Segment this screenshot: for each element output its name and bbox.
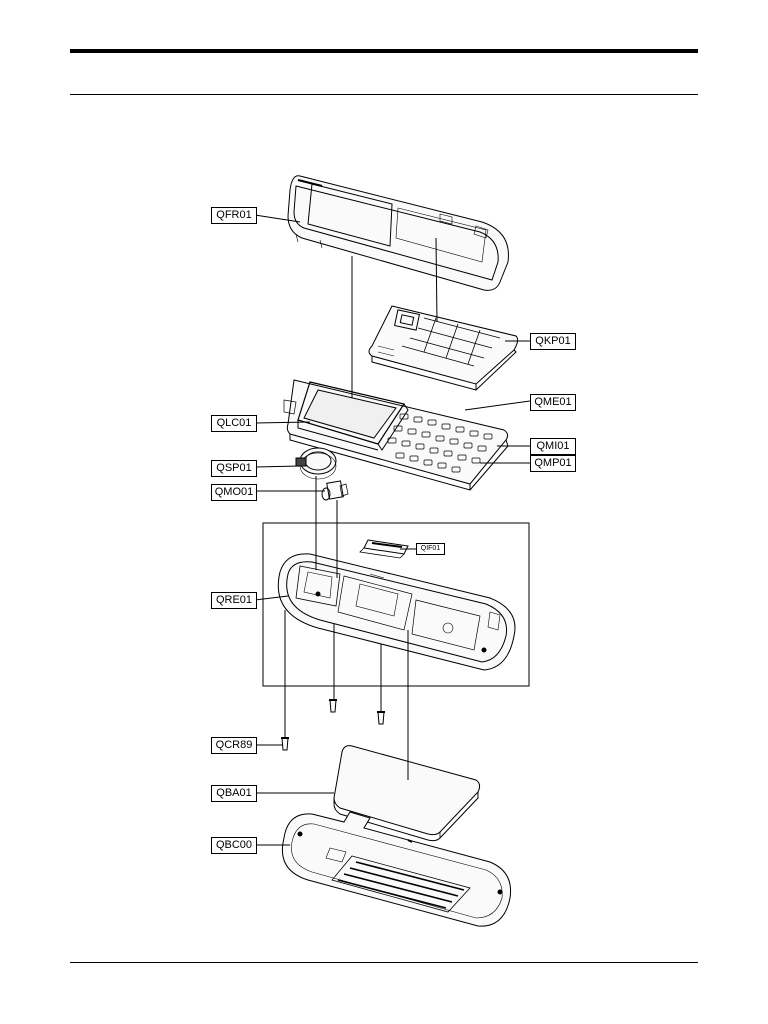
part-label-qkp01: QKP01 [530, 333, 576, 350]
part-label-qif01: QIF01 [416, 543, 445, 555]
part-label-qmi01: QMI01 [530, 438, 576, 455]
footer-rule [70, 962, 698, 963]
battery-cover-part [282, 811, 512, 927]
leader-lines [254, 214, 531, 846]
lcd-board-part [283, 379, 509, 491]
motor-part [321, 480, 349, 501]
speaker-part [295, 447, 337, 480]
header-rule-thick [70, 49, 698, 53]
part-label-qcr89: QCR89 [211, 737, 257, 754]
battery-part [333, 745, 481, 842]
part-label-qsp01: QSP01 [211, 460, 257, 477]
rear-assembly-frame [262, 522, 530, 687]
part-label-qme01: QME01 [530, 394, 576, 411]
front-cover-part [287, 175, 509, 291]
part-label-qre01: QRE01 [211, 592, 257, 609]
part-label-qmp01: QMP01 [530, 455, 576, 472]
part-label-qbc00: QBC00 [211, 837, 257, 854]
screws-part [281, 699, 385, 751]
rear-case-part [277, 553, 516, 671]
part-label-qmo01: QMO01 [211, 484, 257, 501]
interface-connector-part [359, 539, 409, 559]
keypad-part [368, 305, 519, 391]
header-rule-thin [70, 94, 698, 95]
part-label-qba01: QBA01 [211, 785, 257, 802]
part-label-qfr01: QFR01 [211, 207, 257, 224]
part-label-qlc01: QLC01 [211, 415, 257, 432]
